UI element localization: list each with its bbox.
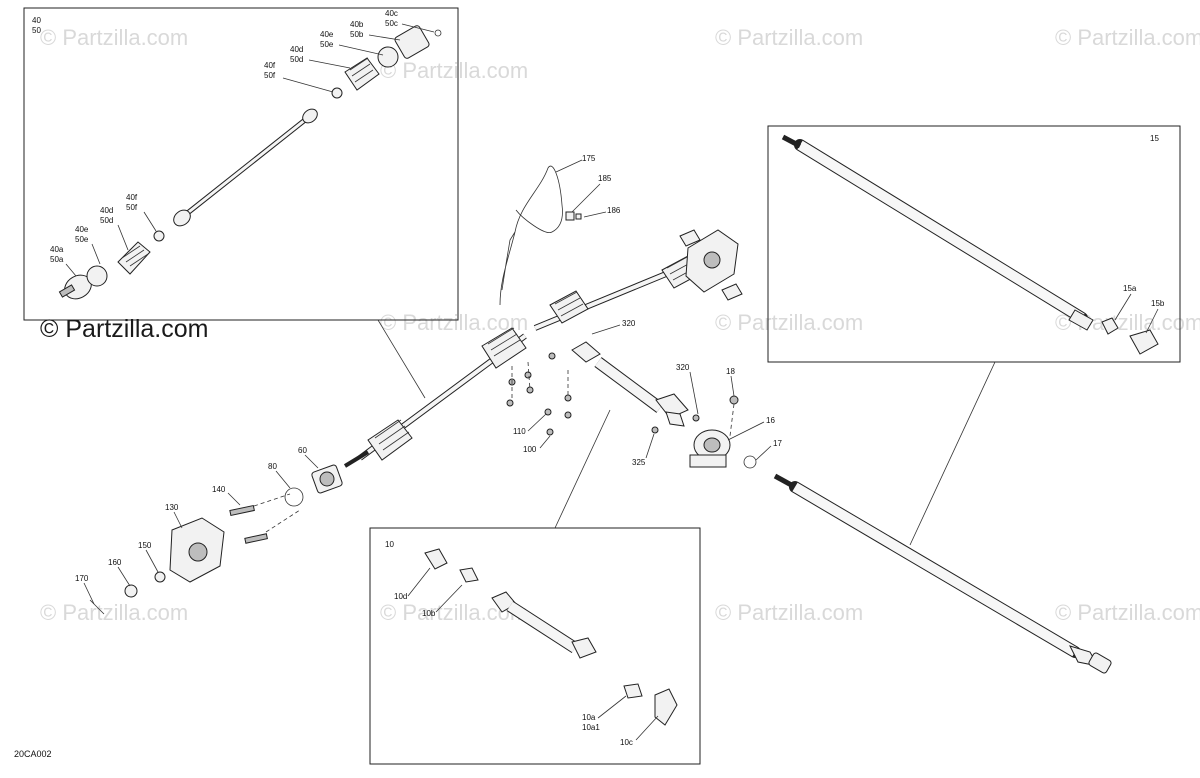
callout-160: 160	[108, 558, 122, 567]
callouts-axle: 40a 50a 40e 50e 40d 50d 40f 50f 40f 50f …	[50, 9, 435, 277]
figure-reference: 20CA002	[14, 749, 52, 759]
callout-50f: 50f	[264, 71, 276, 80]
driveshaft-detail-box: 10 10d 10b 10a 10a1 10c	[369, 527, 701, 765]
callout-40f: 40f	[264, 61, 276, 70]
callout-150: 150	[138, 541, 152, 550]
axle-detail-box: 40 50 40a	[23, 7, 459, 321]
axle-shaft-exploded	[58, 25, 442, 300]
callout-10b: 10b	[422, 609, 436, 618]
watermark: © Partzilla.com	[40, 25, 188, 50]
callout-40d: 40d	[100, 206, 113, 215]
front-propshaft	[571, 341, 689, 427]
main-assembly: 175 185 186 320 320 18 16 17 325 110 100…	[75, 154, 1112, 674]
callout-17: 17	[773, 439, 782, 448]
watermark: © Partzilla.com	[380, 310, 528, 335]
bolt-cluster	[506, 352, 572, 436]
watermark: © Partzilla.com	[1055, 600, 1200, 625]
driveshaft-exploded	[424, 548, 678, 726]
callout-50b: 50b	[350, 30, 364, 39]
watermark: © Partzilla.com	[715, 25, 863, 50]
callout-130: 130	[165, 503, 179, 512]
callout-140: 140	[212, 485, 226, 494]
callout-186: 186	[607, 206, 621, 215]
callout-50e: 50e	[75, 235, 89, 244]
leader-line	[377, 319, 426, 399]
callout-50e: 50e	[320, 40, 334, 49]
box-id: 40	[32, 16, 41, 25]
detail-frame	[767, 125, 1181, 363]
callout-175: 175	[582, 154, 596, 163]
clip	[565, 211, 575, 221]
box-id: 50	[32, 26, 41, 35]
wire-harness	[499, 165, 563, 306]
watermark: © Partzilla.com	[715, 600, 863, 625]
callout-40f: 40f	[126, 193, 138, 202]
propshaft-detail-box: 15 15a 15b	[767, 125, 1181, 363]
callout-320: 320	[676, 363, 690, 372]
callout-170: 170	[75, 574, 89, 583]
callout-60: 60	[298, 446, 307, 455]
callout-185: 185	[598, 174, 612, 183]
callout-50a: 50a	[50, 255, 64, 264]
watermark: © Partzilla.com	[1055, 25, 1200, 50]
callout-40a: 40a	[50, 245, 64, 254]
rear-propshaft	[773, 473, 1112, 674]
callout-50f: 50f	[126, 203, 138, 212]
callout-50c: 50c	[385, 19, 398, 28]
callout-40c: 40c	[385, 9, 398, 18]
rear-axle-shaft	[533, 229, 743, 331]
callout-50d: 50d	[290, 55, 303, 64]
watermark-grid: © Partzilla.com © Partzilla.com © Partzi…	[40, 25, 1200, 625]
watermark: © Partzilla.com	[380, 58, 528, 83]
callout-40e: 40e	[320, 30, 334, 39]
box-id: 15	[1150, 134, 1159, 143]
callout-100: 100	[523, 445, 537, 454]
callout-10a1: 10a1	[582, 723, 600, 732]
detail-frame	[23, 7, 459, 321]
watermark-main: © Partzilla.com	[40, 315, 208, 343]
callout-325: 325	[632, 458, 646, 467]
leader-line	[909, 361, 996, 546]
watermark: © Partzilla.com	[40, 600, 188, 625]
watermark: © Partzilla.com	[715, 310, 863, 335]
callout-40b: 40b	[350, 20, 364, 29]
callout-110: 110	[513, 427, 526, 436]
front-axle-shaft	[343, 327, 527, 468]
callout-40e: 40e	[75, 225, 89, 234]
hub-assembly	[89, 464, 343, 615]
callout-15b: 15b	[1151, 299, 1165, 308]
callout-320: 320	[622, 319, 636, 328]
carrier-bearing	[651, 395, 757, 469]
callout-15a: 15a	[1123, 284, 1137, 293]
callout-18: 18	[726, 367, 735, 376]
screw	[575, 213, 582, 220]
callout-10a: 10a	[582, 713, 596, 722]
callout-80: 80	[268, 462, 277, 471]
box-id: 10	[385, 540, 394, 549]
callout-16: 16	[766, 416, 775, 425]
detail-frame	[369, 527, 701, 765]
callout-10d: 10d	[394, 592, 407, 601]
callout-10c: 10c	[620, 738, 633, 747]
callout-40d: 40d	[290, 45, 303, 54]
leader-line	[554, 409, 611, 529]
callout-50d: 50d	[100, 216, 113, 225]
prop-shaft	[781, 134, 1159, 355]
callouts-main: 175 185 186 320 320 18 16 17 325 110 100…	[75, 154, 782, 605]
